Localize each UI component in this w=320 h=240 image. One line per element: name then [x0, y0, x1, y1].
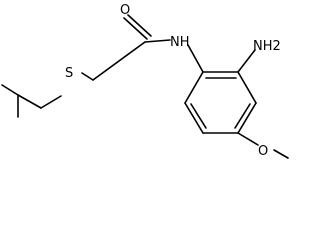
structure-diagram: O NH S NH2 O	[1, 3, 289, 159]
bond-n-ring	[187, 44, 204, 73]
ring-bond-c3-c4	[237, 102, 257, 134]
bond-carbonyl-double-a	[123, 17, 148, 40]
bond-s-ch2	[81, 72, 94, 81]
ring-bond-c2-c3	[237, 71, 257, 104]
atom-label-amino: NH2	[253, 39, 281, 54]
ring-bond-c6-c1	[184, 71, 204, 104]
bond-carbonyl-double-b	[127, 14, 152, 37]
ring-double-inner-right	[234, 103, 251, 129]
bond-ch2-carbonyl	[92, 41, 146, 81]
bond-methyl-left	[1, 84, 19, 96]
bond-o-methyl	[273, 149, 289, 159]
atom-label-amide-nitrogen: NH	[170, 35, 190, 50]
atom-label-sulfur: S	[65, 66, 73, 81]
bond-ring-o	[237, 132, 259, 146]
bond-ch2-s	[40, 95, 62, 109]
atom-label-carbonyl-oxygen: O	[120, 3, 130, 18]
bond-ch-ch2	[17, 94, 42, 109]
atom-label-methoxy-oxygen: O	[258, 144, 268, 159]
bond-carbonyl-n	[144, 39, 171, 43]
ring-bond-c5-c6	[184, 102, 204, 134]
ring-double-inner-left	[190, 103, 207, 129]
bond-ring-nh2	[237, 49, 256, 73]
